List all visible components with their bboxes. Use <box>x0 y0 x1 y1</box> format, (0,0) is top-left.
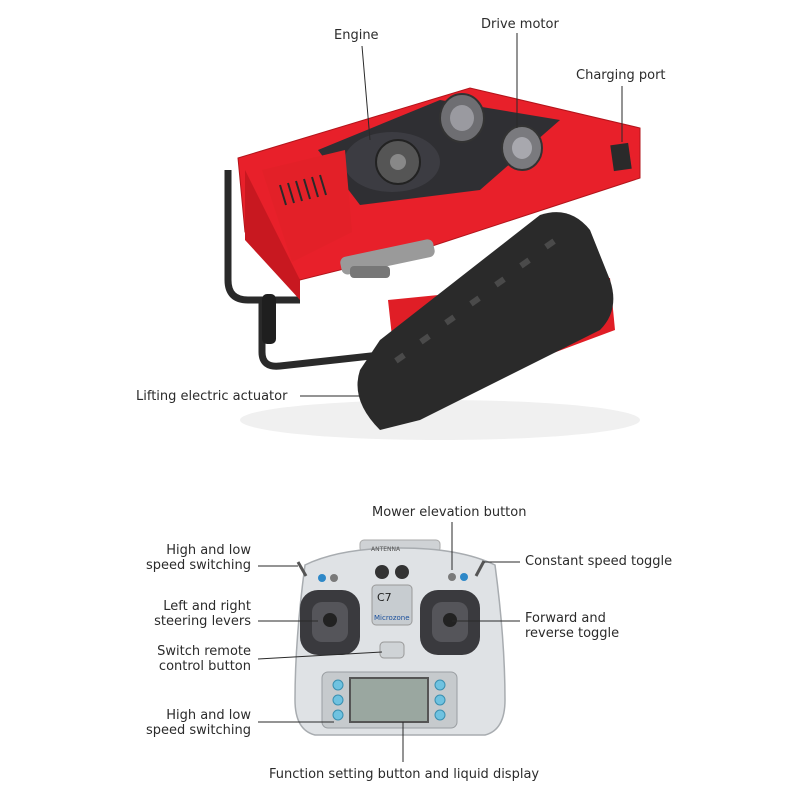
rubber-track <box>357 212 614 430</box>
label-lifting-actuator: Lifting electric actuator <box>136 389 288 404</box>
switch-remote-button <box>379 641 405 659</box>
remote-brand-text: Microzone <box>374 614 410 622</box>
lcd-display <box>349 677 429 723</box>
remote-leader-lines <box>257 522 520 762</box>
function-buttons <box>332 679 446 721</box>
label-high-low-top: High and low speed switching <box>145 543 251 573</box>
charging-port-part <box>610 142 632 172</box>
label-drive-motor: Drive motor <box>481 17 559 32</box>
label-function-display: Function setting button and liquid displ… <box>269 767 540 782</box>
remote-antenna-text: ANTENNA <box>371 546 401 553</box>
lifting-actuator-part <box>340 239 435 278</box>
label-steering: Left and right steering levers <box>154 599 251 629</box>
remote-illustration <box>294 539 506 736</box>
label-constant-speed: Constant speed toggle <box>525 554 673 569</box>
remote-model-text: C7 <box>377 591 392 604</box>
mower-leader-lines <box>300 33 623 397</box>
label-high-low-bottom: High and low speed switching <box>145 708 251 738</box>
label-mower-elevation: Mower elevation button <box>372 505 527 520</box>
label-switch-remote: Switch remote control button <box>157 644 251 674</box>
label-forward-reverse: Forward and reverse toggle <box>525 611 620 641</box>
mower-illustration <box>224 87 641 440</box>
label-charging-port: Charging port <box>576 68 666 83</box>
label-engine: Engine <box>334 28 379 43</box>
